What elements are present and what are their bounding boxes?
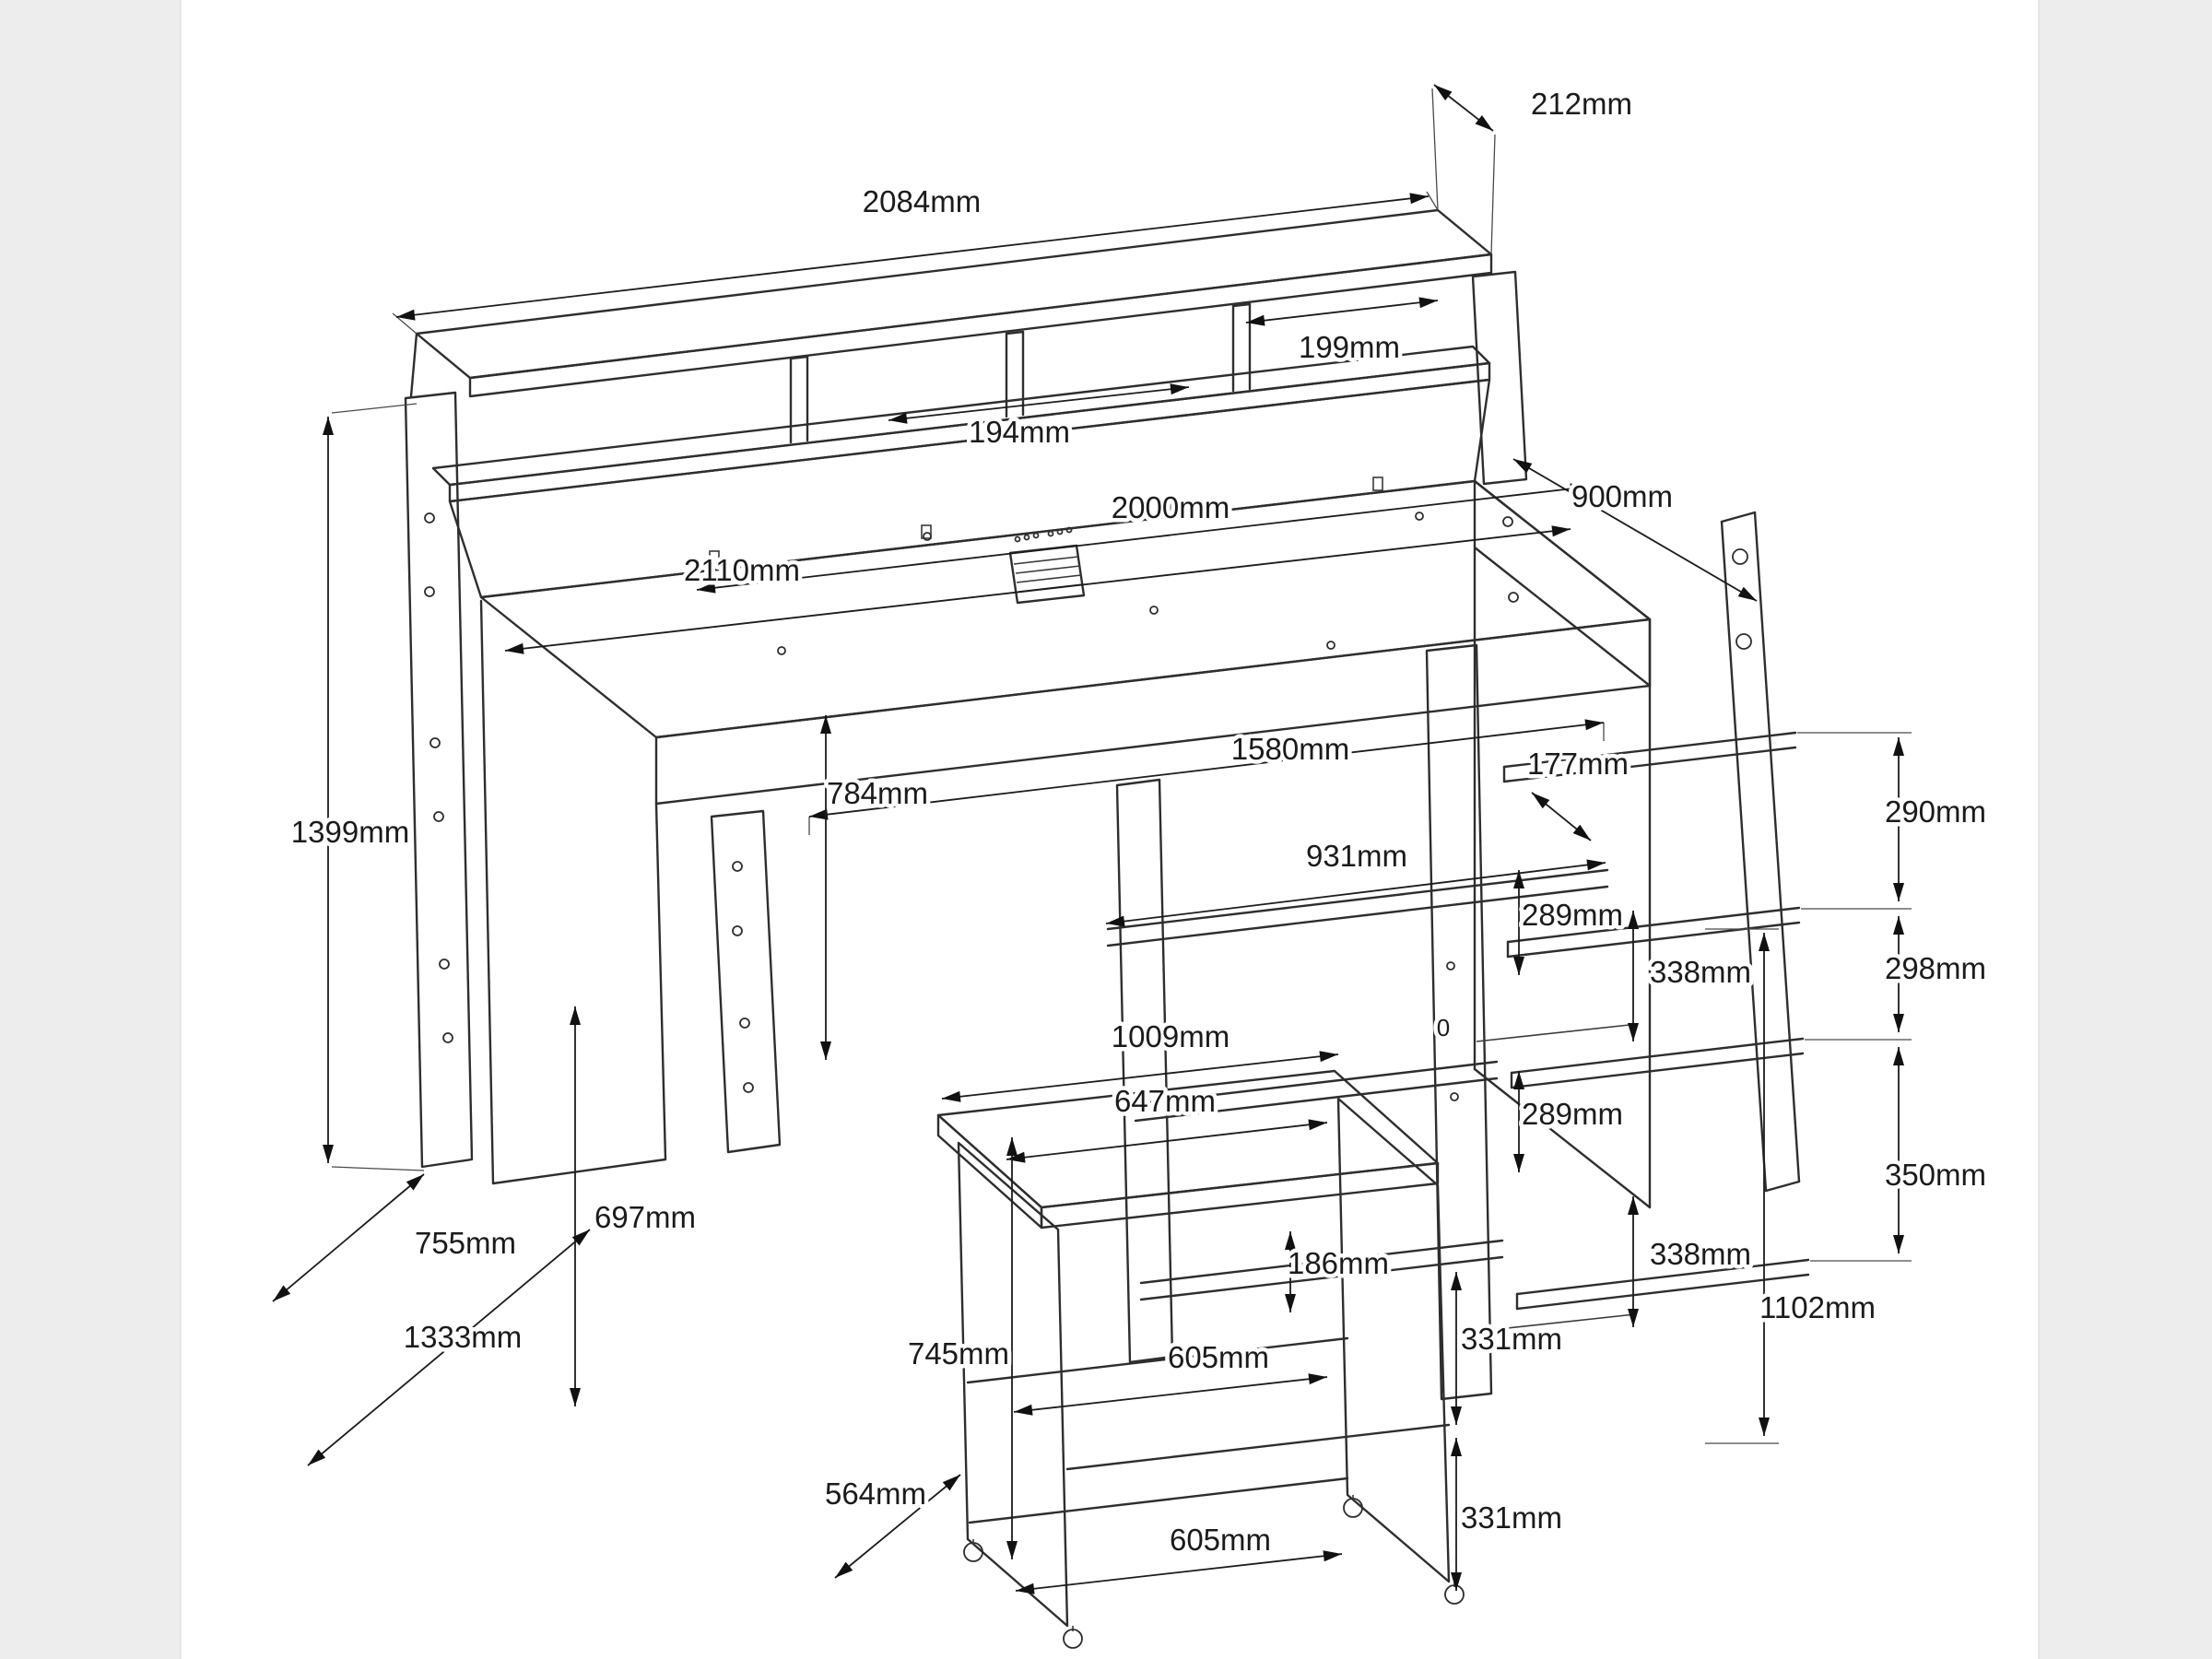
dim-745: 745mm	[903, 1137, 1018, 1559]
dim-label-289-lower: 289mm	[1522, 1097, 1623, 1131]
dim-label-931: 931mm	[1306, 839, 1407, 873]
left-back-post	[404, 391, 474, 1169]
dim-931: 931mm	[1105, 835, 1606, 927]
dim-1399: 1399mm	[287, 417, 414, 1163]
left-mid-support	[710, 809, 782, 1154]
dim-194: 194mm	[888, 383, 1190, 453]
dim-2000: 2000mm	[696, 483, 1590, 594]
dim-label-298: 298mm	[1885, 951, 1986, 985]
dim-338-lower: 338mm	[1628, 1196, 1756, 1327]
dim-label-1580: 1580mm	[1231, 732, 1349, 766]
right-side-shelves	[1502, 731, 1810, 1311]
dim-605-bottom: 605mm	[1015, 1519, 1343, 1594]
stray-zero-label: 0	[1437, 1014, 1450, 1041]
dim-289-upper: 289mm	[1513, 870, 1628, 975]
bed-back-panel	[448, 378, 1491, 599]
dim-177: 177mm	[1523, 743, 1633, 841]
dim-label-900: 900mm	[1571, 479, 1673, 513]
dim-label-1102: 1102mm	[1759, 1290, 1876, 1324]
left-end-panel	[479, 599, 667, 1185]
dim-298: 298mm	[1880, 916, 1991, 1032]
dim-label-289-upper: 289mm	[1522, 898, 1623, 932]
dim-186: 186mm	[1283, 1231, 1394, 1312]
dim-label-338-lower: 338mm	[1650, 1237, 1751, 1271]
dim-784: 784mm	[820, 715, 933, 1060]
dim-289-lower: 289mm	[1513, 1071, 1628, 1172]
dim-331-upper: 331mm	[1451, 1272, 1567, 1425]
stray-zero-mark: 0	[1432, 1010, 1453, 1046]
dim-label-745: 745mm	[908, 1336, 1009, 1371]
right-hutch-post	[1471, 270, 1528, 486]
dim-290: 290mm	[1880, 737, 1991, 901]
dim-label-194: 194mm	[969, 415, 1070, 449]
dim-331-lower: 331mm	[1451, 1438, 1567, 1591]
dim-1102: 1102mm	[1756, 933, 1879, 1436]
dim-label-2000: 2000mm	[1112, 490, 1230, 524]
dim-199: 199mm	[1245, 297, 1439, 369]
dim-label-331-lower: 331mm	[1461, 1500, 1562, 1535]
dim-label-177: 177mm	[1527, 747, 1629, 781]
dim-label-350: 350mm	[1885, 1158, 1986, 1192]
dim-1333: 1333mm	[307, 1229, 591, 1466]
dim-697: 697mm	[570, 1006, 700, 1406]
dim-label-647: 647mm	[1114, 1084, 1216, 1118]
dim-label-331-upper: 331mm	[1461, 1322, 1562, 1356]
dim-755: 755mm	[272, 1173, 521, 1302]
dim-564: 564mm	[820, 1473, 961, 1579]
dim-1580: 1580mm	[808, 719, 1605, 820]
dim-label-212: 212mm	[1531, 87, 1632, 121]
dim-label-338-upper: 338mm	[1650, 955, 1751, 989]
dim-label-784: 784mm	[827, 776, 928, 810]
dim-647: 647mm	[1006, 1080, 1328, 1163]
extension-lines	[331, 88, 1912, 1444]
right-ladder-support	[1720, 511, 1801, 1193]
dim-338-upper: 338mm	[1628, 911, 1756, 1041]
dim-label-290: 290mm	[1885, 794, 1986, 829]
dim-label-2110: 2110mm	[684, 553, 800, 587]
dim-label-199: 199mm	[1299, 330, 1400, 364]
dim-1009: 1009mm	[941, 1016, 1339, 1102]
dim-label-605-bottom: 605mm	[1170, 1523, 1271, 1557]
dim-label-1333: 1333mm	[404, 1320, 522, 1354]
pullout-desk	[936, 1069, 1465, 1649]
dim-label-755: 755mm	[415, 1226, 516, 1260]
dim-label-2084: 2084mm	[863, 184, 981, 218]
dim-label-186: 186mm	[1288, 1246, 1389, 1280]
dim-label-564: 564mm	[825, 1477, 926, 1511]
dim-350: 350mm	[1880, 1047, 1991, 1253]
dim-605-mid: 605mm	[1013, 1336, 1328, 1416]
dim-label-605-mid: 605mm	[1168, 1340, 1269, 1374]
dim-label-1399: 1399mm	[291, 815, 409, 849]
hutch-top-board	[409, 208, 1493, 398]
dim-label-697: 697mm	[594, 1200, 696, 1234]
dim-2110: 2110mm	[504, 525, 1571, 654]
dim-2084: 2084mm	[395, 181, 1430, 321]
dim-212: 212mm	[1433, 83, 1637, 132]
dim-label-1009: 1009mm	[1112, 1019, 1230, 1053]
dim-900: 900mm	[1512, 458, 1758, 602]
